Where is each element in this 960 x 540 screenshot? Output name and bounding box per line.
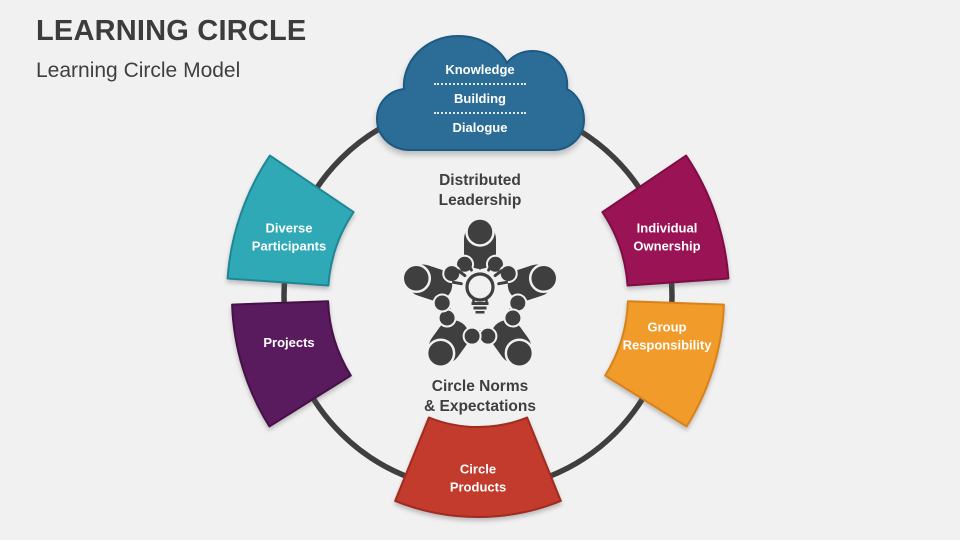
label-line: Participants [251, 238, 327, 253]
label-line: Ownership [633, 238, 701, 253]
page-subtitle: Learning Circle Model [36, 59, 241, 82]
segment-circle-products [394, 416, 562, 518]
page-title: LEARNING CIRCLE [36, 15, 307, 47]
cloud-item-dialogue: Dialogue [452, 120, 508, 135]
team-lightbulb-icon [401, 217, 559, 368]
segments-layer [226, 154, 730, 518]
label-line: Individual [636, 220, 698, 236]
label-line: Leadership [438, 192, 522, 210]
dotted-divider [434, 83, 526, 85]
label-line: Group [647, 319, 687, 335]
label-line: Circle Norms [431, 378, 529, 395]
label-distributed-leadership: Distributed Leadership [360, 171, 600, 212]
dotted-divider [434, 112, 526, 114]
label-circle-norms-expectations: Circle Norms & Expectations [360, 377, 600, 418]
cloud-label-group: Knowledge Building Dialogue [390, 56, 570, 141]
segment-diverse-participants [226, 154, 355, 287]
label-line: Distributed [439, 172, 521, 189]
cloud-item-knowledge: Knowledge [445, 62, 515, 77]
cloud-item-building: Building [454, 91, 506, 106]
label-line: Circle [459, 461, 497, 477]
cloud-shape [376, 35, 585, 151]
segment-individual-ownership [601, 154, 730, 287]
label-line: Projects [263, 335, 315, 351]
segment-label-projects: Projects [263, 334, 314, 352]
label-line: & Expectations [424, 398, 536, 416]
segment-group-responsibility [604, 300, 725, 428]
label-line: Products [449, 479, 507, 494]
label-line: Diverse [265, 220, 313, 236]
segment-projects [231, 300, 352, 428]
label-line: Responsibility [622, 337, 712, 352]
